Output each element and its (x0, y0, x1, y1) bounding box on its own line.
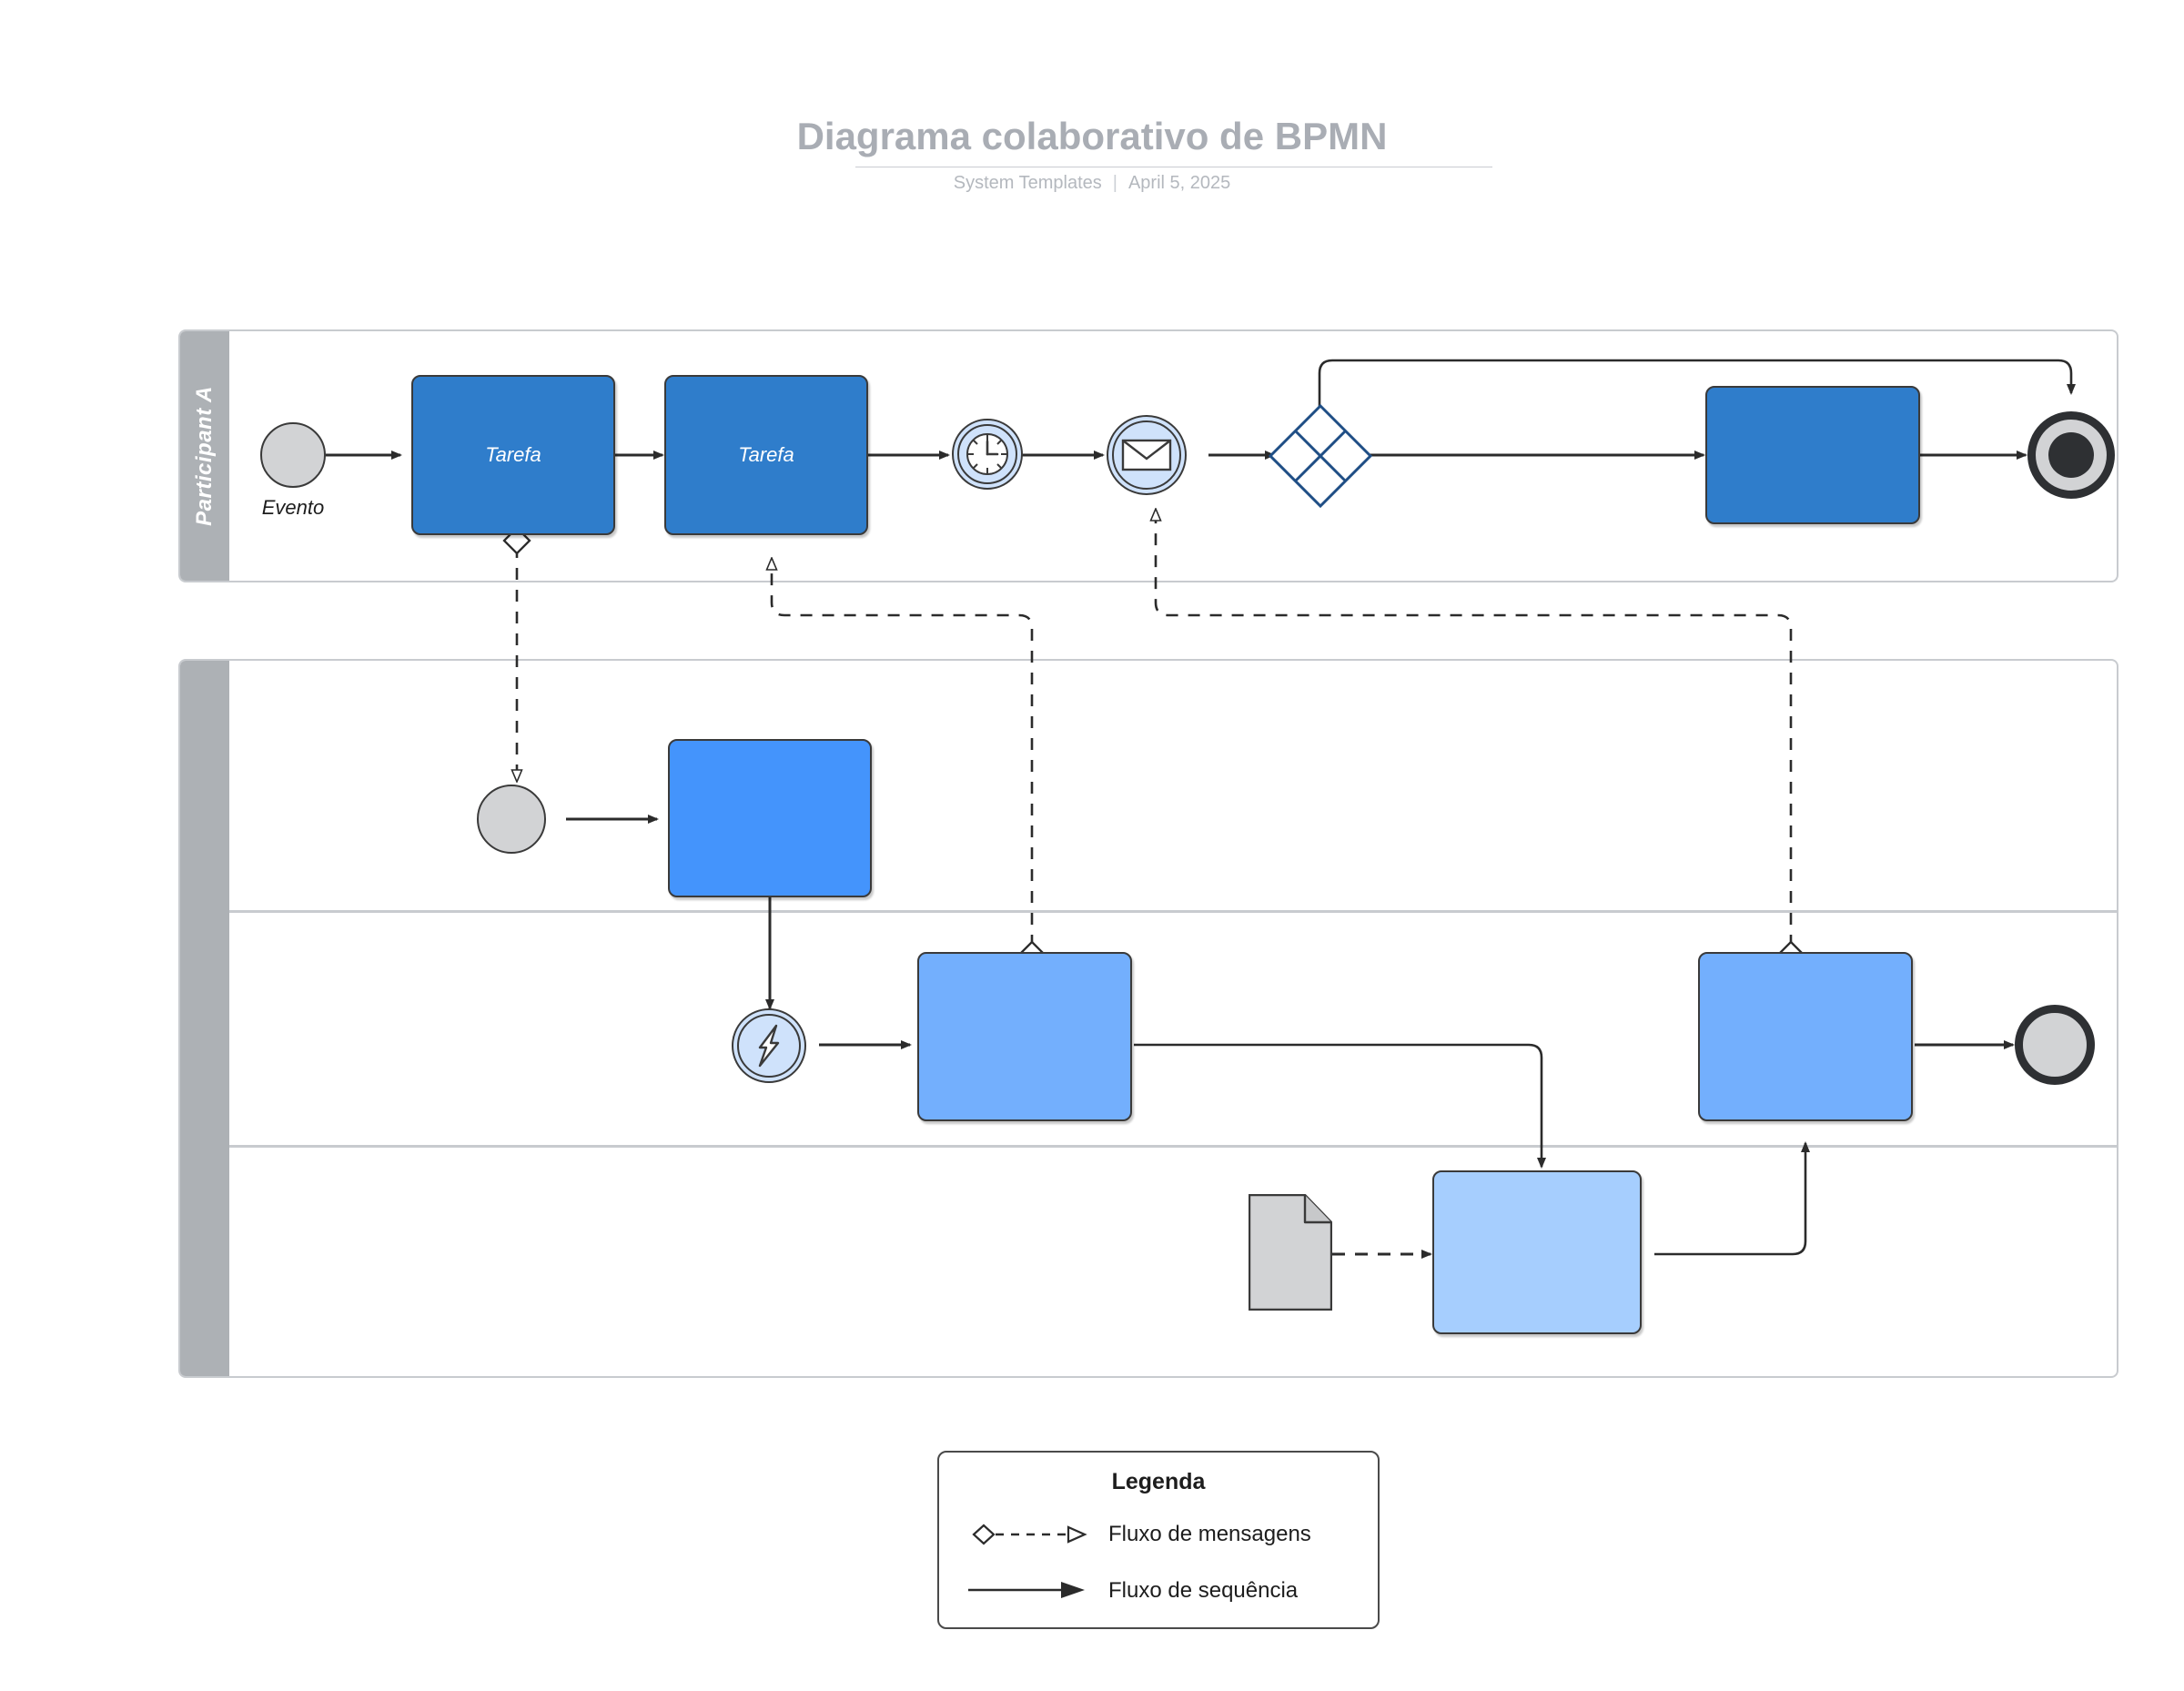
task-b4[interactable] (1698, 952, 1913, 1121)
task-a1[interactable]: Tarefa (411, 375, 615, 535)
task-b2[interactable] (917, 952, 1132, 1121)
intermediate-message-event[interactable] (1107, 415, 1187, 495)
subtitle-date: April 5, 2025 (1127, 173, 1231, 193)
task-a3[interactable] (1705, 386, 1920, 524)
pool-a-header[interactable]: Participant A (180, 331, 229, 581)
start-event-a-label: Evento (261, 496, 325, 519)
task-a2-label: Tarefa (738, 443, 794, 466)
intermediate-timer-event[interactable] (952, 419, 1023, 490)
lightning-bolt-icon (758, 1024, 780, 1068)
start-event-b[interactable] (477, 785, 546, 854)
legend-panel: Legenda Fluxo de mensagens Fluxo de sequ… (937, 1451, 1380, 1629)
lane-divider-1 (229, 910, 2117, 913)
document-subtitle: System Templates | April 5, 2025 (0, 173, 2184, 194)
task-a2[interactable]: Tarefa (664, 375, 868, 535)
terminate-end-event-a[interactable] (2027, 411, 2115, 499)
intermediate-error-event[interactable] (732, 1008, 806, 1083)
complex-gateway-a[interactable] (1267, 402, 1374, 510)
legend-title: Legenda (1111, 1469, 1206, 1494)
document-header: Diagrama colaborativo de BPMN System Tem… (0, 0, 2184, 209)
start-event-a[interactable] (260, 422, 326, 488)
subtitle-source: System Templates (953, 173, 1102, 193)
terminate-inner-dot (2048, 432, 2094, 478)
envelope-icon (1121, 439, 1172, 471)
legend-message-flow-label: Fluxo de mensagens (1108, 1522, 1311, 1546)
pool-a-label: Participant A (192, 386, 217, 526)
data-object-icon (1248, 1193, 1333, 1311)
task-b3[interactable] (1432, 1170, 1642, 1334)
pool-b-header[interactable] (180, 661, 229, 1376)
page-title: Diagrama colaborativo de BPMN (796, 115, 1388, 157)
legend-message-flow-icon (972, 1524, 1087, 1545)
gateway-shape (1268, 403, 1373, 509)
subtitle-separator: | (1112, 173, 1117, 193)
data-object[interactable] (1248, 1193, 1333, 1311)
legend-sequence-flow-label: Fluxo de sequência (1108, 1578, 1299, 1603)
end-event-b[interactable] (2015, 1005, 2095, 1085)
task-a1-label: Tarefa (485, 443, 541, 466)
task-b1[interactable] (668, 739, 872, 897)
lane-divider-2 (229, 1145, 2117, 1148)
clock-icon (966, 433, 1008, 475)
legend-sequence-flow-icon (968, 1582, 1085, 1598)
